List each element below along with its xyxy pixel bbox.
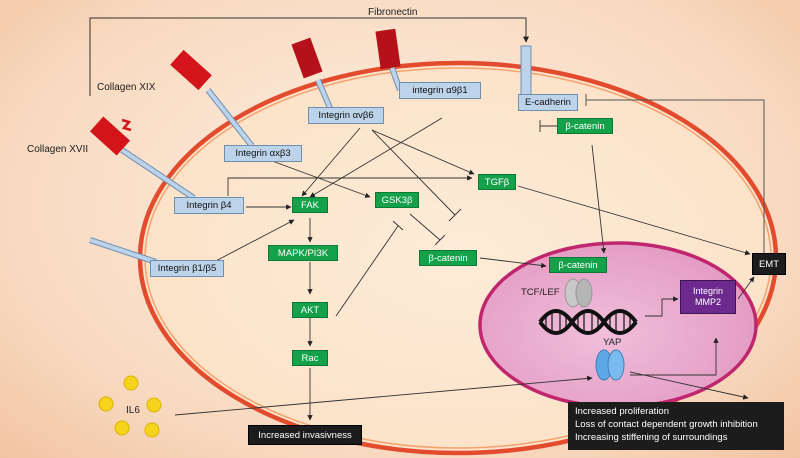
invasiveness-box: Increased invasivness [248,425,362,445]
integrin-axb3-box: Integrin αxβ3 [224,145,302,162]
rac-box: Rac [292,350,328,366]
integrin-mmp2-box: Integrin MMP2 [680,280,736,314]
gsk3b-box: GSK3β [375,192,419,208]
integrin-avb6-box: Integrin αvβ6 [308,107,384,124]
nucleus [478,241,758,409]
collagen-xvii-ligand [89,116,132,156]
collagen-xix-label: Collagen XIX [97,82,156,93]
integrin-b4-box: Integrin β4 [174,197,244,214]
beta-catenin-nuclear-box: β-catenin [549,257,607,273]
effect-item: Increased proliferation [575,406,669,417]
integrin-mmp2-line2: MMP2 [694,297,721,307]
effect-item: Loss of contact dependent growth inhibit… [575,419,758,430]
emt-inhibits-ecadherin-line [586,99,765,254]
e-cadherin-stalk [520,45,532,97]
tcf-lef-label: TCF/LEF [521,287,560,298]
beta-catenin-membrane-box: β-catenin [557,118,613,134]
il6-label: IL6 [126,405,140,416]
akt-box: AKT [292,302,328,318]
collagen-xvii-label: Collagen XVII [27,144,89,155]
emt-box: EMT [752,253,786,275]
dna-helix-icon [538,309,638,335]
mapk-pi3k-box: MAPK/PI3K [268,245,338,261]
integrin-mmp2-line1: Integrin [692,286,724,296]
effect-item: Increasing stiffening of surroundings [575,432,728,443]
integrin-b1b5-box: Integrin β1/β5 [150,260,224,277]
yap-label: YAP [603,337,622,348]
integrin-a9b1-box: integrin α9β1 [399,82,481,99]
il6-molecules [98,375,162,438]
collagen-xix-ligand [170,49,212,91]
fak-box: FAK [292,197,328,213]
fibronectin-to-ecadherin-line [89,17,529,96]
fibronectin-ligand-2 [375,28,401,70]
fibronectin-label: Fibronectin [368,7,418,18]
beta-catenin-cyto-box: β-catenin [419,250,477,266]
effects-box: Increased proliferation Loss of contact … [568,402,784,450]
e-cadherin-box: E-cadherin [518,94,578,111]
tgfb-box: TGFβ [478,174,516,190]
fibronectin-ligand-1 [291,37,323,79]
